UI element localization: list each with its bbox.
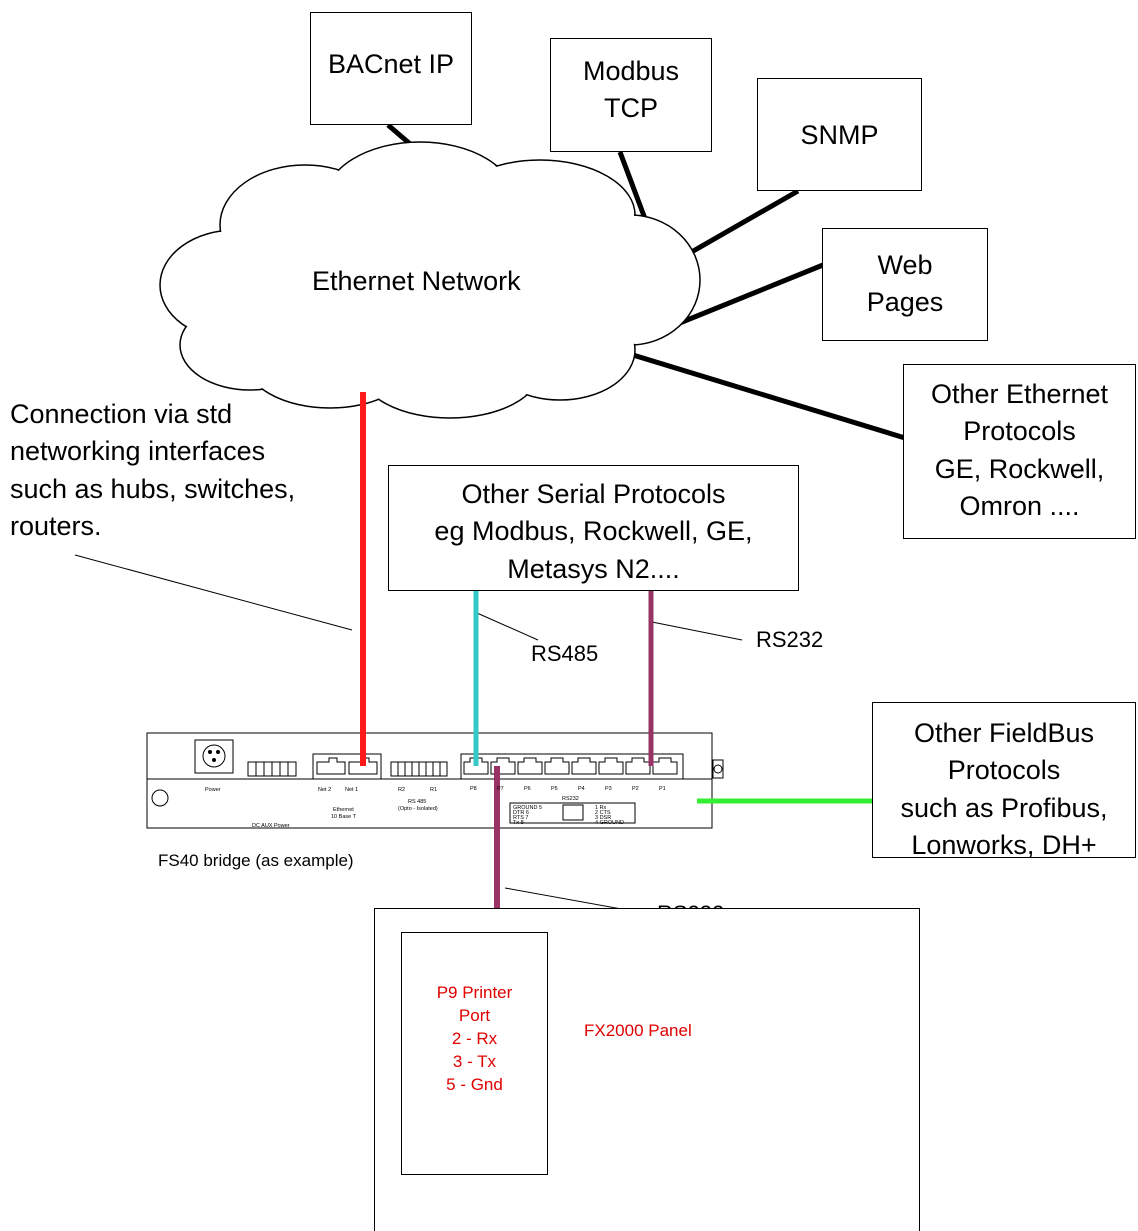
connection-note-line-0: Connection via std bbox=[10, 399, 233, 429]
bacnet-ip-box: BACnet IP bbox=[310, 12, 472, 125]
other-ethernet-line-1: Protocols bbox=[963, 416, 1076, 447]
bridge-port-shape bbox=[652, 757, 678, 775]
printer-port-box: P9 Printer Port 2 - Rx 3 - Tx 5 - Gnd bbox=[401, 932, 548, 1175]
connection-note-line-2: such as hubs, switches, bbox=[10, 473, 296, 504]
printer-port-line-1: Port bbox=[458, 1006, 491, 1026]
bridge-label-rs485: RS 485 bbox=[408, 799, 426, 805]
bridge-label-rs232: RS232 bbox=[562, 796, 579, 802]
bridge-port-shape bbox=[571, 757, 597, 775]
other-fieldbus-line-2: such as Profibus, bbox=[900, 792, 1108, 823]
rs232-top-label: RS232 bbox=[756, 627, 824, 652]
modbus-line-1: TCP bbox=[604, 93, 658, 124]
bridge-pin-right-2: 3 DSR bbox=[595, 815, 611, 821]
bridge-label-ethernet: Ethernet bbox=[333, 807, 354, 813]
other-serial-line-0: Other Serial Protocols bbox=[461, 479, 726, 509]
pointer-rs232-top bbox=[651, 621, 743, 641]
printer-port-line-0: P9 Printer bbox=[436, 983, 513, 1002]
bridge-pin-left-0: GROUND 5 bbox=[513, 805, 542, 811]
bacnet-line-0: BACnet IP bbox=[327, 49, 455, 79]
other-ethernet-line-2: GE, Rockwell, bbox=[934, 453, 1105, 484]
cloud-label: Ethernet Network bbox=[312, 266, 521, 296]
fx2000-panel-label: FX2000 Panel bbox=[584, 1021, 692, 1040]
bridge-pin-left-2: RTS 7 bbox=[513, 815, 529, 821]
bridge-label-net1: Net 1 bbox=[345, 787, 358, 793]
connection-note: Connection via std networking interfaces… bbox=[10, 396, 295, 545]
pointer-connection-note bbox=[74, 554, 353, 631]
bridge-label-p5: P5 bbox=[551, 786, 558, 792]
other-fieldbus-box: Other FieldBus Protocols such as Profibu… bbox=[872, 702, 1136, 860]
connection-note-line-3: routers. bbox=[10, 510, 102, 541]
rs485-label: RS485 bbox=[531, 641, 599, 666]
other-fieldbus-line-1: Protocols bbox=[947, 755, 1061, 786]
bridge-port-shape bbox=[544, 757, 570, 775]
bridge-label-p3: P3 bbox=[605, 786, 612, 792]
link-other-ethernet bbox=[609, 345, 906, 441]
other-serial-line-1: eg Modbus, Rockwell, GE, bbox=[434, 516, 753, 547]
pointer-rs485 bbox=[476, 612, 539, 641]
bridge-label-p6: P6 bbox=[524, 786, 531, 792]
other-ethernet-line-3: Omron .... bbox=[959, 490, 1080, 521]
modbus-line-0: Modbus bbox=[582, 56, 680, 86]
snmp-line-0: SNMP bbox=[800, 120, 879, 150]
connection-note-line-1: networking interfaces bbox=[10, 436, 266, 467]
fs40-bridge-drawing bbox=[146, 732, 724, 829]
bridge-label-r1: R1 bbox=[430, 787, 437, 793]
bridge-pin-left-3: Tx 8 bbox=[513, 820, 524, 826]
printer-port-line-3: 3 - Tx bbox=[452, 1052, 497, 1072]
bridge-pin-right-1: 2 CTS bbox=[595, 810, 611, 816]
bridge-label-r2: R2 bbox=[398, 787, 405, 793]
other-serial-line-2: Metasys N2.... bbox=[507, 553, 680, 584]
other-fieldbus-line-3: Lonworks, DH+ bbox=[911, 829, 1097, 860]
modbus-tcp-box: Modbus TCP bbox=[550, 38, 712, 152]
other-ethernet-box: Other Ethernet Protocols GE, Rockwell, O… bbox=[903, 364, 1136, 539]
bridge-caption: FS40 bridge (as example) bbox=[158, 851, 354, 870]
bridge-pin-right-0: 1 Rx bbox=[595, 805, 607, 811]
bridge-label-p2: P2 bbox=[632, 786, 639, 792]
bridge-label-p4: P4 bbox=[578, 786, 585, 792]
bridge-pin-left-1: DTR 6 bbox=[513, 810, 529, 816]
other-serial-box: Other Serial Protocols eg Modbus, Rockwe… bbox=[388, 465, 799, 591]
bridge-label-p1: P1 bbox=[659, 786, 666, 792]
web-pages-box: Web Pages bbox=[822, 228, 988, 341]
other-fieldbus-line-0: Other FieldBus bbox=[913, 718, 1095, 748]
bridge-label-base-t: 10 Base T bbox=[331, 814, 357, 820]
bridge-label-p8: P8 bbox=[470, 786, 477, 792]
ethernet-cloud-fill bbox=[161, 143, 699, 417]
link-snmp bbox=[686, 188, 800, 257]
bridge-port-shape bbox=[517, 757, 543, 775]
web-pages-line-1: Pages bbox=[866, 287, 944, 318]
printer-port-line-2: 2 - Rx bbox=[451, 1029, 498, 1049]
snmp-box: SNMP bbox=[757, 78, 922, 191]
bridge-label-isolated: (Opto - Isolated) bbox=[398, 806, 438, 812]
bridge-label-dc-aux-power: DC AUX Power bbox=[252, 823, 290, 829]
bridge-label-p7: P7 bbox=[497, 786, 504, 792]
bridge-port-shape bbox=[625, 757, 651, 775]
bridge-label-net2: Net 2 bbox=[318, 787, 331, 793]
printer-port-line-4: 5 - Gnd bbox=[446, 1075, 503, 1095]
bridge-port-shape bbox=[463, 757, 489, 775]
other-ethernet-line-0: Other Ethernet bbox=[930, 379, 1109, 409]
web-pages-line-0: Web bbox=[877, 250, 933, 280]
bridge-pin-right-3: 4 GROUND bbox=[595, 820, 624, 826]
bridge-port-shape bbox=[598, 757, 624, 775]
bridge-label-power: Power bbox=[205, 787, 221, 793]
